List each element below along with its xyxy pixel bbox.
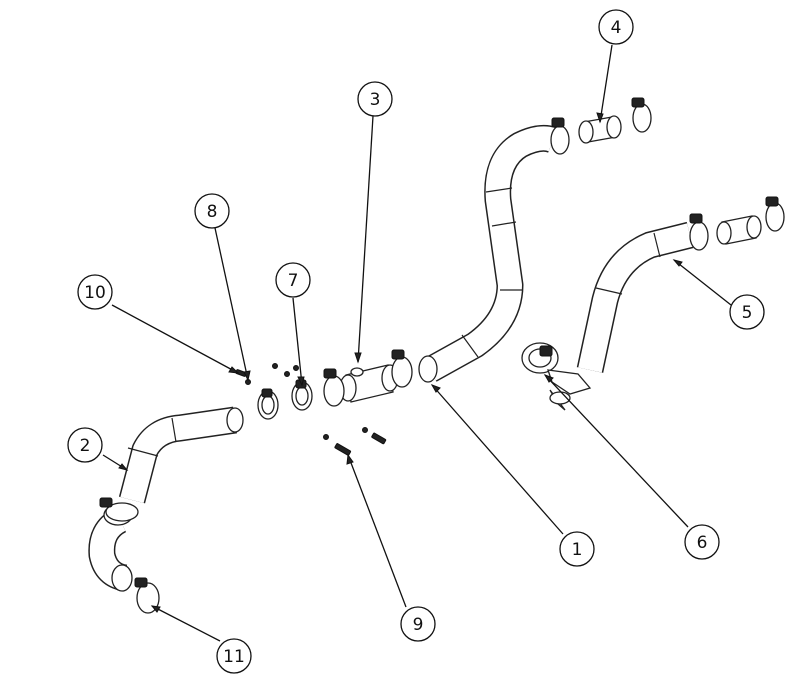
hose-clamp-lower-top [99, 497, 139, 522]
main-pipe-part-1 [418, 124, 558, 383]
sensor-coupler-part-3 [339, 364, 399, 403]
callout-2: 2 [67, 427, 103, 463]
p-clamp-part-7 [291, 379, 313, 411]
callout-4-label: 4 [611, 18, 622, 38]
hose-clamp-part-11 [134, 577, 160, 614]
hardware-nuts [245, 363, 368, 440]
callout-5-label: 5 [742, 303, 753, 323]
callout-8: 8 [194, 193, 230, 229]
bolt-part-9 [334, 432, 387, 456]
callout-3: 3 [357, 81, 393, 117]
callout-6-label: 6 [697, 533, 708, 553]
callout-9: 9 [400, 606, 436, 642]
hose-clamp-top-right [631, 97, 652, 133]
elbow-fitting-part-6 [521, 342, 592, 411]
callout-7: 7 [275, 262, 311, 298]
callout-4: 4 [598, 9, 634, 45]
hose-clamp-right-b [765, 196, 785, 232]
callout-7-label: 7 [288, 271, 299, 291]
coupler-right [716, 215, 762, 245]
callout-5: 5 [729, 294, 765, 330]
callout-1-label: 1 [572, 540, 583, 560]
p-clamp-part-8 [257, 388, 279, 420]
callout-9-label: 9 [413, 615, 424, 635]
callout-1: 1 [559, 531, 595, 567]
callout-2-label: 2 [80, 436, 91, 456]
callout-11-label: 11 [223, 647, 245, 667]
coupler-part-4 [578, 115, 622, 144]
hose-clamp-center-left [323, 368, 345, 407]
leader-lines [102, 44, 732, 642]
callout-6: 6 [684, 524, 720, 560]
bent-pipe-part-5 [576, 221, 694, 373]
hose-clamp-right-a [689, 213, 709, 251]
bent-pipe-part-2 [118, 406, 244, 504]
callout-10: 10 [77, 274, 113, 310]
hose-clamp-center-right [391, 349, 413, 388]
callout-3-label: 3 [370, 90, 381, 110]
callout-10-label: 10 [84, 283, 106, 303]
callout-11: 11 [216, 638, 252, 674]
callout-8-label: 8 [207, 202, 218, 222]
hose-clamp-top-left [550, 117, 570, 155]
